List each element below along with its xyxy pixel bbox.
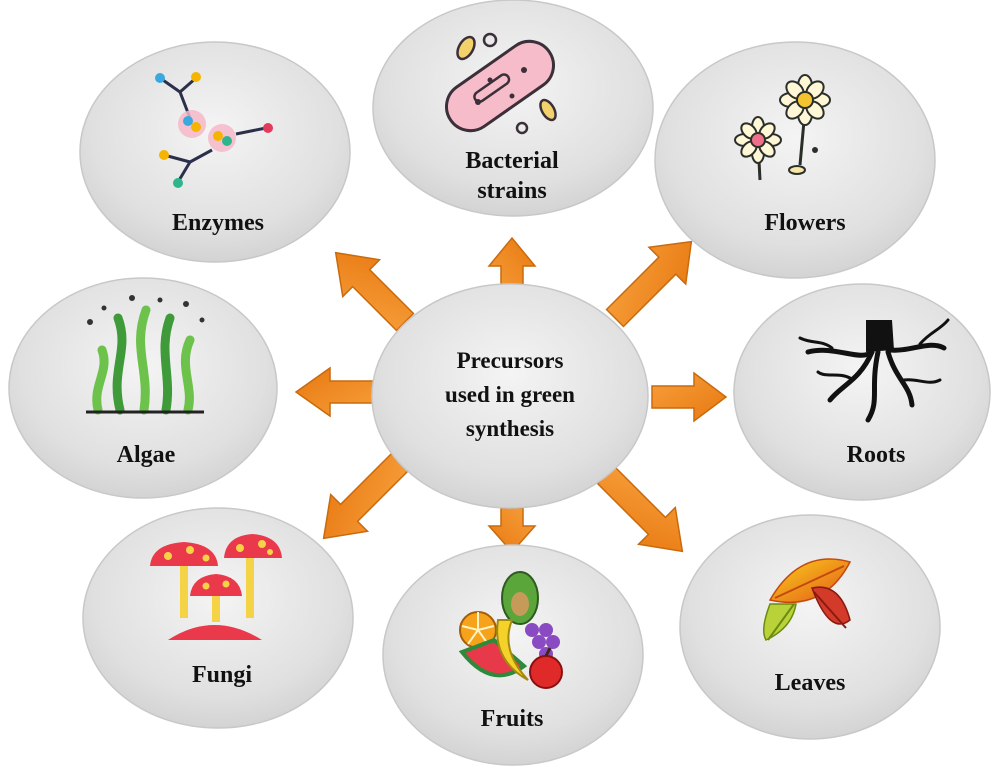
node-label-leaves: Leaves: [775, 670, 846, 696]
node-fungi: Fungi: [83, 508, 353, 728]
center-line-2: used in green: [445, 382, 575, 407]
node-algae: Algae: [9, 278, 277, 498]
node-label-enzymes: Enzymes: [172, 210, 264, 236]
node-fruits: Fruits: [383, 545, 643, 765]
arrow-to-roots: [652, 373, 726, 421]
node-label-fruits: Fruits: [481, 706, 544, 732]
node-label-roots: Roots: [847, 442, 906, 468]
node-label-algae: Algae: [117, 442, 176, 468]
node-roots: Roots: [734, 284, 990, 500]
arrow-to-algae: [296, 368, 380, 416]
node-bacterial-strains: Bacterial strains: [373, 0, 653, 216]
node-enzymes: Enzymes: [80, 42, 350, 262]
center-line-1: Precursors: [457, 348, 564, 373]
node-label-bacterial-strains-1: Bacterial: [465, 148, 559, 174]
node-flowers: Flowers: [655, 42, 935, 278]
center-line-3: synthesis: [466, 416, 554, 441]
node-leaves: Leaves: [680, 515, 940, 739]
node-label-fungi: Fungi: [192, 662, 252, 688]
node-label-bacterial-strains-2: strains: [477, 178, 546, 204]
node-label-flowers: Flowers: [764, 210, 845, 236]
center-node: Precursors used in green synthesis: [372, 284, 648, 508]
